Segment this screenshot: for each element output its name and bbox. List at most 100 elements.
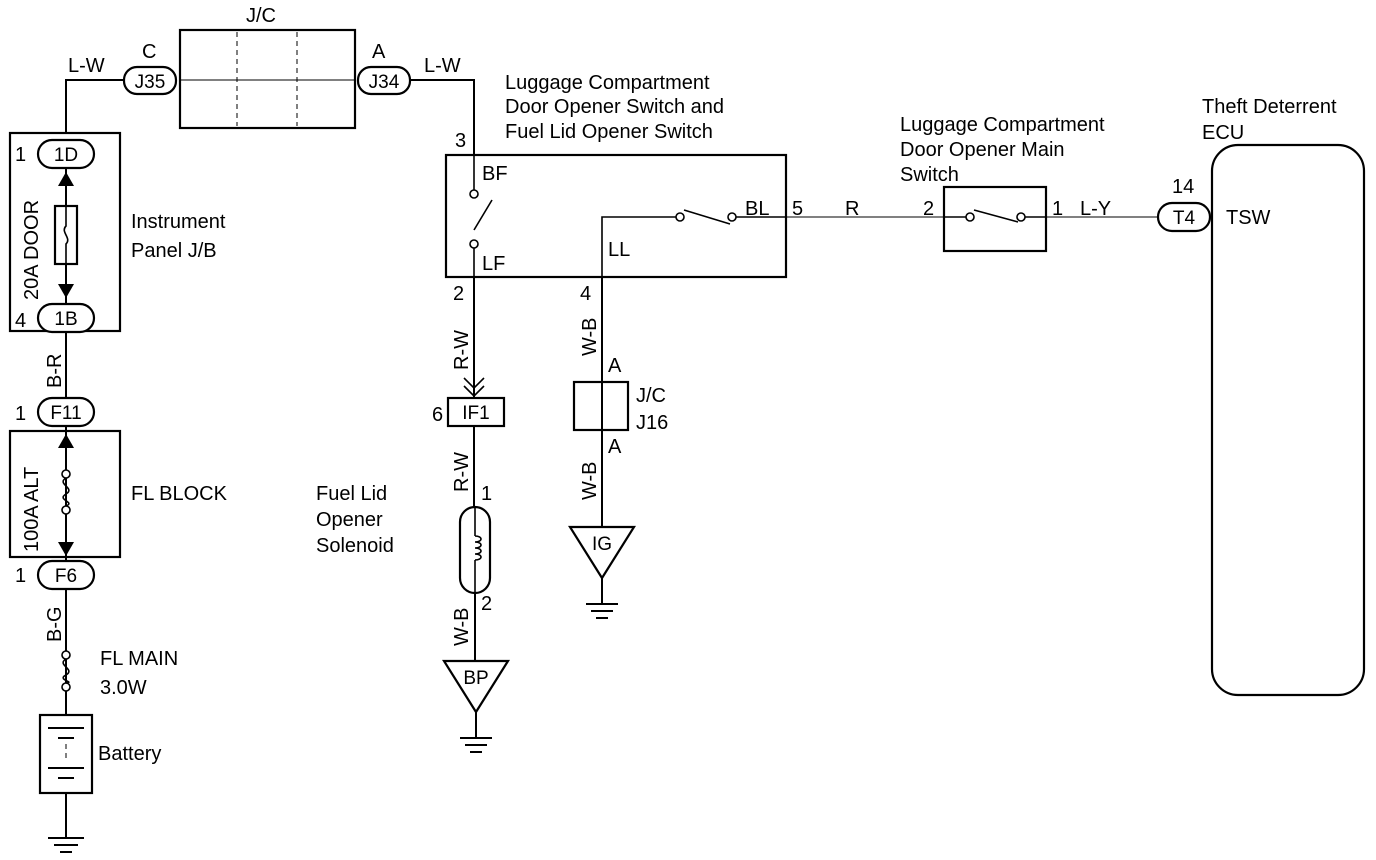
switch-contact: [1016, 212, 1026, 222]
opener-switch-line3: Fuel Lid Opener Switch: [505, 121, 713, 143]
fusible-link-terminal: [61, 505, 71, 515]
jb-name-line1: Instrument: [131, 211, 226, 233]
solenoid-coil-icon: [474, 535, 482, 561]
theft-deterrent-ecu: [1210, 143, 1366, 697]
connector-if1-label: IF1: [462, 403, 489, 424]
arrow-down-icon: [58, 284, 74, 298]
j16-line1: J/C: [636, 385, 666, 407]
terminal-lf: LF: [482, 253, 505, 275]
battery-label: Battery: [98, 743, 161, 765]
ground-bp-label: BP: [463, 668, 488, 689]
opener-pin-2: 2: [453, 283, 464, 305]
wire-label-wb-bottom: W-B: [579, 461, 601, 500]
fuel-lid-switch-blade: [473, 199, 493, 231]
wire-label-lw-right: L-W: [424, 55, 461, 77]
jc-top-right-pin: A: [372, 41, 386, 63]
fl-main-fuse-icon: [62, 658, 70, 684]
j16-pin-top: A: [608, 355, 622, 377]
fl-top-pin: 1: [15, 403, 26, 425]
wire-label-rw-top: R-W: [451, 330, 473, 370]
fuse-20a-door-label: 20A DOOR: [21, 200, 43, 300]
fl-block-name: FL BLOCK: [131, 483, 228, 505]
fusible-link-terminal: [61, 682, 71, 692]
jb-top-pin: 1: [15, 144, 26, 166]
j16-line2: J16: [636, 412, 668, 434]
switch-contact: [469, 189, 479, 199]
wire-lw-left: [65, 79, 124, 140]
connector-j35: [122, 65, 178, 96]
fusible-link-icon: [62, 477, 70, 507]
wire-label-br: B-R: [44, 354, 66, 388]
main-switch-line3: Switch: [900, 164, 959, 186]
ecu-line1: Theft Deterrent: [1202, 96, 1337, 118]
terminal-ll: LL: [608, 239, 630, 261]
ecu-pin-14: 14: [1172, 176, 1194, 198]
fuse-100a-alt-label: 100A ALT: [21, 467, 43, 552]
fl-bottom-pin: 1: [15, 565, 26, 587]
ground-ig-label: IG: [592, 534, 612, 555]
solenoid-line2: Opener: [316, 509, 383, 531]
wire-label-bg: B-G: [44, 606, 66, 642]
junction-connector-box: [178, 28, 357, 130]
arrow-up-icon: [58, 434, 74, 448]
opener-switch-line1: Luggage Compartment: [505, 72, 710, 94]
connector-t4-label: T4: [1173, 208, 1196, 229]
main-switch-blade: [973, 209, 1019, 223]
wire-label-r: R: [845, 198, 859, 220]
arrow-down-icon: [58, 542, 74, 556]
switch-contact: [727, 212, 737, 222]
wire-label-wb-top: W-B: [579, 317, 601, 356]
solenoid-pin-1: 1: [481, 483, 492, 505]
wire-label-lw-left: L-W: [68, 55, 105, 77]
luggage-switch-blade: [683, 209, 731, 225]
terminal-bf: BF: [482, 163, 508, 185]
main-switch-pin-1: 1: [1052, 198, 1063, 220]
opener-switch-line2: Door Opener Switch and: [505, 96, 724, 118]
ground-point-ig: [568, 525, 636, 581]
fl-main-line2: 3.0W: [100, 677, 147, 699]
terminal-bl: BL: [745, 198, 769, 220]
connector-chevron-icon: [463, 377, 485, 390]
wire-lw-right: [410, 79, 475, 155]
ecu-line2: ECU: [1202, 122, 1244, 144]
main-switch-line2: Door Opener Main: [900, 139, 1065, 161]
main-switch-pin-2: 2: [923, 198, 934, 220]
solenoid-line3: Solenoid: [316, 535, 394, 557]
connector-t4: [1156, 201, 1212, 233]
solenoid-line1: Fuel Lid: [316, 483, 387, 505]
switch-contact: [469, 239, 479, 249]
wire-label-wb-solenoid: W-B: [451, 607, 473, 646]
opener-pin-3: 3: [455, 130, 466, 152]
fl-main-line1: FL MAIN: [100, 648, 178, 670]
main-switch-line1: Luggage Compartment: [900, 114, 1105, 136]
jc-top-label: J/C: [246, 5, 276, 27]
jb-name-line2: Panel J/B: [131, 240, 217, 262]
j16-pin-bottom: A: [608, 436, 622, 458]
terminal-tsw: TSW: [1226, 207, 1271, 229]
connector-f11-label: F11: [50, 403, 81, 424]
connector-chevron-icon: [463, 385, 485, 398]
wire-label-rw-bottom: R-W: [451, 452, 473, 492]
opener-pin-5: 5: [792, 198, 803, 220]
ll-internal-wire: [601, 216, 676, 277]
solenoid-pin-2: 2: [481, 593, 492, 615]
connector-j35-label: J35: [135, 72, 166, 93]
fuse-element-icon: [63, 206, 69, 264]
opener-pin-4: 4: [580, 283, 591, 305]
fusible-link-terminal: [61, 650, 71, 660]
jc-top-left-pin: C: [142, 41, 156, 63]
switch-contact: [675, 212, 685, 222]
fusible-link-terminal: [61, 469, 71, 479]
connector-f6-label: F6: [55, 566, 77, 587]
connector-1d-label: 1D: [54, 145, 78, 166]
connector-j34-label: J34: [369, 72, 400, 93]
wire-label-ly: L-Y: [1080, 198, 1111, 220]
connector-if1: [446, 396, 506, 428]
ground-point-bp: [442, 659, 510, 715]
switch-contact: [965, 212, 975, 222]
main-switch-box: [942, 185, 1048, 253]
connector-1b-label: 1B: [54, 309, 77, 330]
connector-if1-pin: 6: [432, 404, 443, 426]
arrow-up-icon: [58, 172, 74, 186]
